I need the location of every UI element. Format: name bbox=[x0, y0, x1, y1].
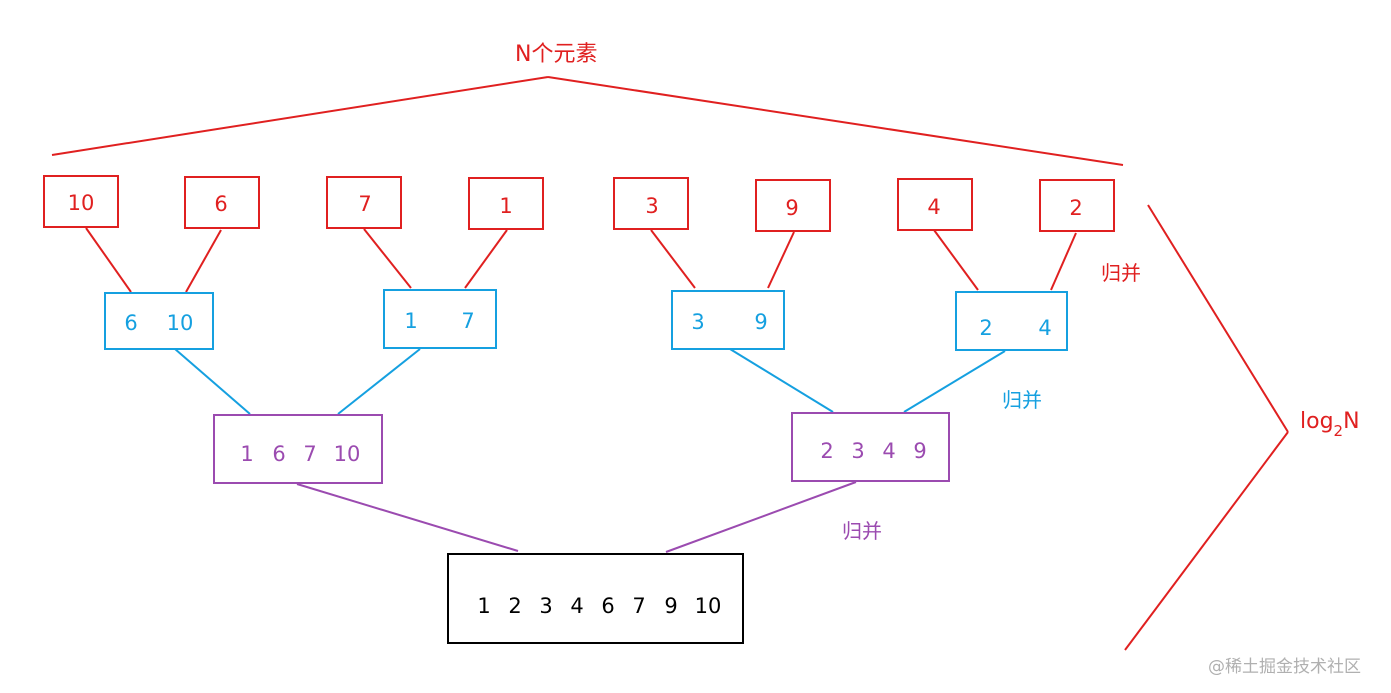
pair-value: 4 bbox=[1038, 316, 1052, 340]
leaf-value: 3 bbox=[645, 194, 659, 218]
quad-box-1: 1 6 7 10 bbox=[213, 414, 383, 484]
pair-box-4: 2 4 bbox=[955, 291, 1068, 351]
pair-value: 1 bbox=[404, 309, 418, 333]
leaf-box-3: 7 bbox=[326, 176, 402, 229]
final-value: 2 bbox=[508, 594, 522, 618]
quad-value: 2 bbox=[820, 439, 834, 463]
final-value: 3 bbox=[539, 594, 553, 618]
pair-value: 6 bbox=[124, 311, 138, 335]
leaf-value: 2 bbox=[1069, 196, 1083, 220]
leaf-box-6: 9 bbox=[755, 179, 831, 232]
pair-value: 10 bbox=[166, 311, 194, 335]
quad-value: 4 bbox=[882, 439, 896, 463]
quad-value: 10 bbox=[333, 442, 361, 466]
quad-value: 6 bbox=[272, 442, 286, 466]
connector-leaf-6 bbox=[767, 231, 795, 289]
quad-box-2: 2 3 4 9 bbox=[791, 412, 950, 482]
quad-value: 9 bbox=[913, 439, 927, 463]
connector-leaf-7 bbox=[933, 229, 979, 291]
leaf-value: 10 bbox=[67, 191, 95, 215]
pair-box-1: 6 10 bbox=[104, 292, 214, 350]
connector-pair-2 bbox=[337, 348, 421, 415]
final-value: 9 bbox=[664, 594, 678, 618]
watermark: @稀土掘金技术社区 bbox=[1208, 657, 1361, 677]
connector-leaf-5 bbox=[650, 229, 696, 289]
log2n-label: log2N bbox=[1300, 409, 1360, 440]
leaf-box-2: 6 bbox=[184, 176, 260, 229]
connector-leaf-8 bbox=[1050, 232, 1077, 291]
connector-quad-1 bbox=[296, 483, 519, 552]
connector-pair-1 bbox=[174, 348, 251, 415]
quad-value: 3 bbox=[851, 439, 865, 463]
leaf-box-8: 2 bbox=[1039, 179, 1115, 232]
merge-label-blue: 归并 bbox=[1002, 388, 1042, 412]
pair-value: 9 bbox=[754, 310, 768, 334]
title-label: N个元素 bbox=[515, 42, 598, 67]
top-bracket-left bbox=[51, 76, 549, 156]
connector-quad-2 bbox=[665, 481, 857, 553]
leaf-box-5: 3 bbox=[613, 177, 689, 230]
pair-box-3: 3 9 bbox=[671, 290, 785, 350]
top-bracket-right bbox=[547, 76, 1124, 166]
final-value: 10 bbox=[694, 594, 722, 618]
connector-leaf-2 bbox=[185, 229, 222, 293]
leaf-box-7: 4 bbox=[897, 178, 973, 231]
leaf-value: 6 bbox=[214, 192, 228, 216]
pair-value: 3 bbox=[691, 310, 705, 334]
final-value: 7 bbox=[632, 594, 646, 618]
connector-leaf-4 bbox=[464, 229, 508, 289]
final-box: 1 2 3 4 6 7 9 10 bbox=[447, 553, 744, 644]
pair-box-2: 1 7 bbox=[383, 289, 497, 349]
final-value: 6 bbox=[601, 594, 615, 618]
leaf-box-4: 1 bbox=[468, 177, 544, 230]
final-value: 1 bbox=[477, 594, 491, 618]
final-value: 4 bbox=[570, 594, 584, 618]
right-bracket-bottom bbox=[1124, 431, 1289, 651]
quad-value: 1 bbox=[240, 442, 254, 466]
leaf-value: 4 bbox=[927, 195, 941, 219]
pair-value: 2 bbox=[979, 316, 993, 340]
leaf-value: 7 bbox=[358, 192, 372, 216]
connector-leaf-3 bbox=[363, 228, 412, 289]
leaf-value: 9 bbox=[785, 196, 799, 220]
merge-label-red: 归并 bbox=[1101, 261, 1141, 285]
quad-value: 7 bbox=[303, 442, 317, 466]
connector-pair-3 bbox=[729, 348, 834, 413]
connector-leaf-1 bbox=[85, 227, 132, 293]
merge-label-purple: 归并 bbox=[842, 519, 882, 543]
right-bracket-top bbox=[1147, 204, 1289, 433]
leaf-box-1: 10 bbox=[43, 175, 119, 228]
leaf-value: 1 bbox=[499, 194, 513, 218]
pair-value: 7 bbox=[461, 309, 475, 333]
connector-pair-4 bbox=[903, 350, 1006, 413]
